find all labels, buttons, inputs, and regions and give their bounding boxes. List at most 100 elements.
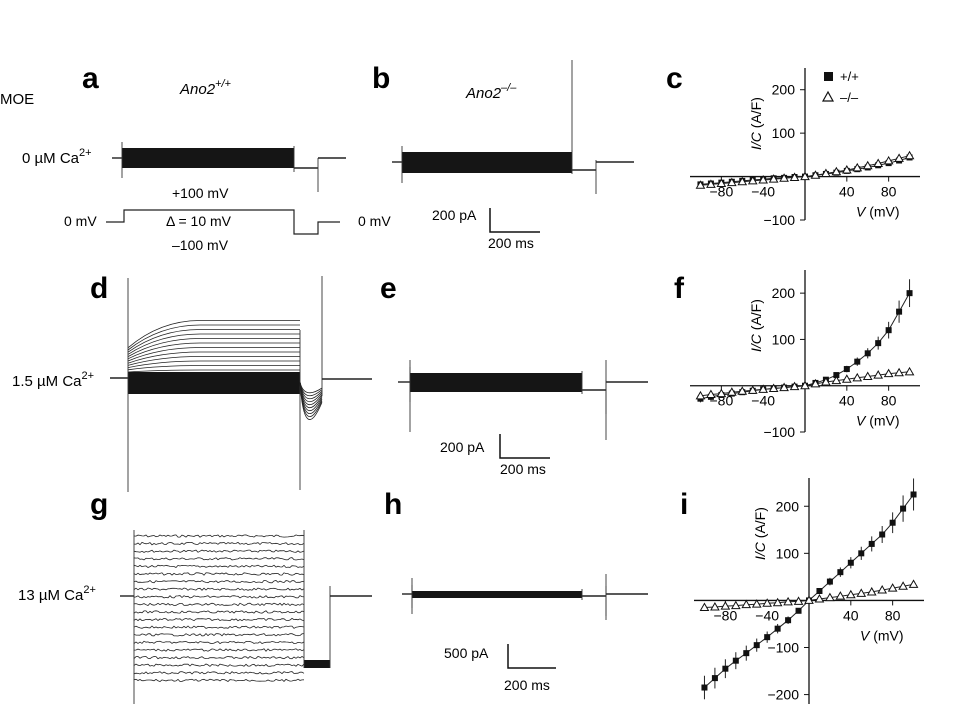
data-point-triangle xyxy=(831,166,842,176)
data-point-triangle xyxy=(821,377,831,386)
data-point-triangle xyxy=(706,179,716,188)
data-point-square xyxy=(854,358,861,365)
condition-row3: 13 µM Ca2+ xyxy=(18,584,96,604)
data-point-triangle xyxy=(862,371,873,380)
data-point-square xyxy=(868,540,875,547)
data-point-triangle xyxy=(741,599,752,609)
data-point-triangle xyxy=(726,177,737,187)
y-tick-label: 100 xyxy=(772,331,796,347)
y-axis-label: I/C (A/F) xyxy=(748,299,764,352)
data-point-triangle xyxy=(758,384,769,393)
scalebar-row1: 200 pA 200 ms xyxy=(432,207,540,251)
panel-label-f: f xyxy=(674,272,685,305)
data-point-triangle xyxy=(841,374,852,383)
x-tick-label: 80 xyxy=(881,184,897,200)
y-tick-label: −100 xyxy=(763,212,795,228)
data-point-square xyxy=(900,505,907,512)
data-point-triangle xyxy=(699,602,710,611)
data-point-triangle xyxy=(768,383,779,392)
data-point-triangle xyxy=(779,173,789,182)
data-point-triangle xyxy=(716,388,727,398)
trace-g xyxy=(120,530,372,704)
panel-label-a: a xyxy=(82,62,99,95)
data-point-triangle xyxy=(825,592,835,602)
data-point-triangle xyxy=(810,170,821,179)
y-tick-label: −200 xyxy=(767,687,799,703)
legend-c: +/+ –/– xyxy=(821,69,859,105)
panel-label-c: c xyxy=(666,62,683,95)
data-point-square xyxy=(826,578,833,585)
data-point-triangle xyxy=(877,585,888,594)
protocol-step: Δ = 10 mV xyxy=(166,213,232,229)
panel-label-d: d xyxy=(90,272,108,305)
data-point-square xyxy=(816,588,823,594)
data-point-triangle xyxy=(873,370,884,379)
data-point-triangle xyxy=(762,598,773,607)
data-point-triangle xyxy=(710,602,720,611)
data-point-triangle xyxy=(751,599,762,608)
protocol-right: 0 mV xyxy=(358,213,391,229)
x-tick-label: −40 xyxy=(751,184,775,200)
data-point-square xyxy=(701,684,708,691)
x-tick-label: −40 xyxy=(751,393,775,409)
data-point-square xyxy=(785,617,792,624)
data-point-triangle xyxy=(804,595,814,604)
data-point-square xyxy=(910,491,917,498)
data-point-square xyxy=(843,366,850,373)
data-point-triangle xyxy=(866,586,877,596)
data-point-square xyxy=(858,550,865,557)
data-point-triangle xyxy=(695,180,706,189)
panel-label-i: i xyxy=(680,488,688,521)
data-point-triangle xyxy=(814,593,825,603)
data-point-triangle xyxy=(894,153,904,162)
scalebar-row2-time: 200 ms xyxy=(500,461,546,477)
y-tick-label: −100 xyxy=(763,424,795,440)
data-point-triangle xyxy=(873,158,884,168)
x-tick-label: −80 xyxy=(709,393,733,409)
y-axis-label: I/C (A/F) xyxy=(752,507,768,560)
trace-a xyxy=(112,142,346,192)
data-point-square xyxy=(795,607,802,614)
data-point-triangle xyxy=(737,176,748,186)
data-point-triangle xyxy=(883,368,894,378)
x-tick-label: −80 xyxy=(713,607,737,623)
data-point-triangle xyxy=(887,583,898,592)
x-tick-label: −40 xyxy=(755,607,779,623)
data-point-triangle xyxy=(695,390,706,400)
data-point-square xyxy=(885,327,892,334)
x-tick-label: 40 xyxy=(839,393,855,409)
data-point-square xyxy=(896,308,903,315)
data-point-triangle xyxy=(758,175,769,184)
data-point-triangle xyxy=(720,601,731,610)
data-point-triangle xyxy=(904,366,915,376)
panel-label-b: b xyxy=(372,62,390,95)
data-point-triangle xyxy=(726,387,737,396)
y-tick-label: 200 xyxy=(776,498,800,514)
data-point-triangle xyxy=(768,174,779,183)
data-point-triangle xyxy=(894,367,904,377)
y-tick-label: 200 xyxy=(772,285,796,301)
data-point-square xyxy=(774,625,781,632)
legend-ko-label: –/– xyxy=(840,90,859,105)
x-tick-label: 80 xyxy=(885,607,901,623)
x-axis-label: V (mV) xyxy=(856,204,900,220)
x-tick-label: 80 xyxy=(881,393,897,409)
data-point-square xyxy=(833,372,840,379)
data-point-triangle xyxy=(852,162,863,172)
data-point-triangle xyxy=(800,171,810,181)
panel-label-g: g xyxy=(90,488,108,521)
data-point-triangle xyxy=(845,589,856,599)
data-point-square xyxy=(906,290,913,297)
legend-square-marker xyxy=(824,72,833,81)
data-point-triangle xyxy=(772,597,783,607)
data-point-triangle xyxy=(862,160,873,170)
data-point-triangle xyxy=(831,375,842,385)
legend-wt-label: +/+ xyxy=(840,69,859,84)
data-point-triangle xyxy=(835,591,846,600)
data-point-triangle xyxy=(783,596,793,606)
data-point-square xyxy=(722,665,729,672)
data-point-triangle xyxy=(908,579,919,588)
